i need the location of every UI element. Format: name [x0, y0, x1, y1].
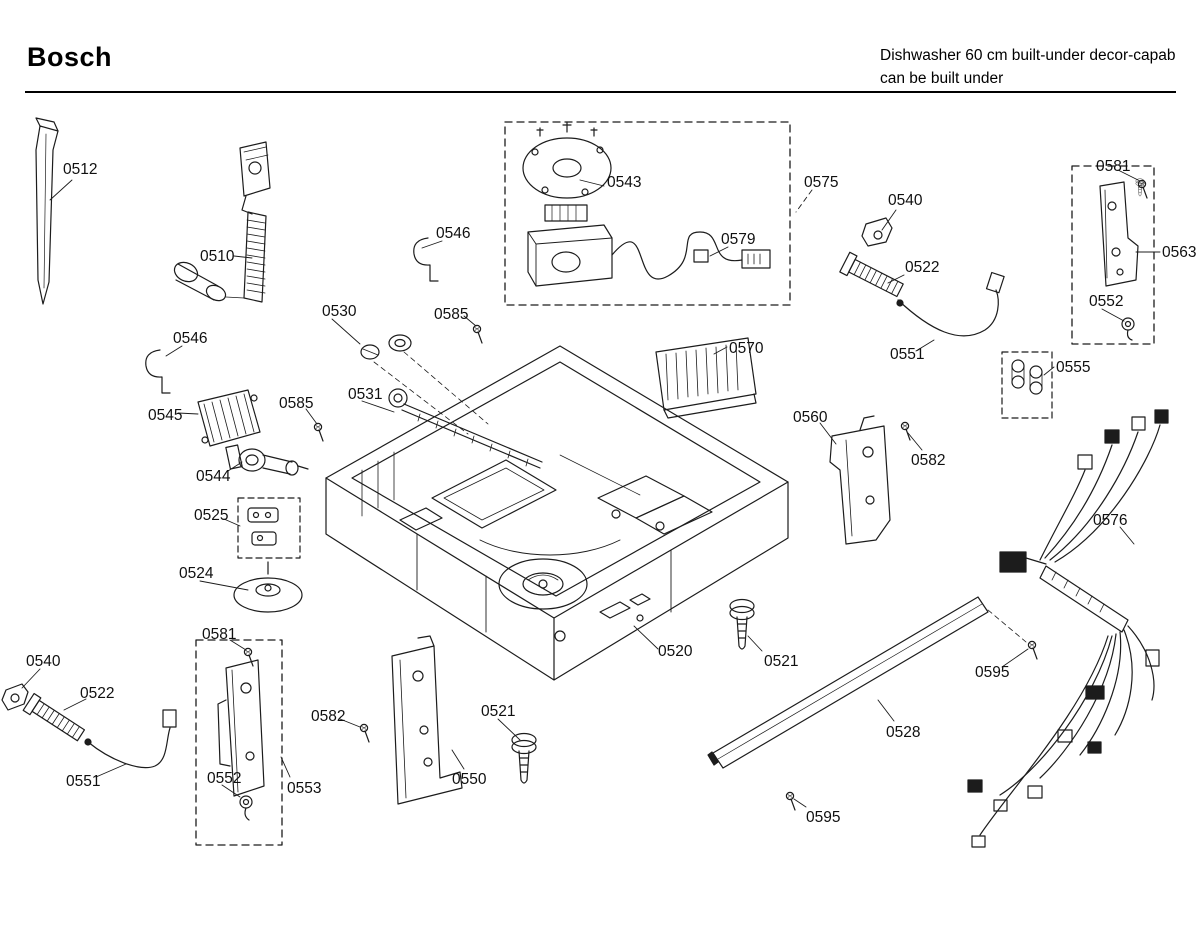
- part-label-0582: 0582: [311, 708, 346, 725]
- part-label-0522: 0522: [80, 685, 115, 702]
- part-latch-bracket: [239, 141, 271, 215]
- part-0560-bracket: [829, 415, 891, 545]
- part-0582-screw-top: [900, 421, 911, 441]
- part-label-0545: 0545: [148, 407, 183, 424]
- part-0524-disc: [233, 561, 303, 613]
- part-label-0552: 0552: [207, 770, 242, 787]
- part-0546-hook-top: [413, 237, 439, 282]
- part-0570-module: [655, 337, 757, 419]
- assembly-box-0555: [1001, 351, 1053, 419]
- part-label-0550: 0550: [452, 771, 487, 788]
- part-0540-clip-bottom: [1, 683, 29, 711]
- part-0579-cable: [611, 231, 771, 280]
- part-label-0530: 0530: [322, 303, 357, 320]
- part-label-0585: 0585: [279, 395, 314, 412]
- part-0581-screw-top: [1135, 178, 1148, 199]
- part-0520-base-frame: [325, 345, 789, 681]
- part-label-0553: 0553: [287, 780, 322, 797]
- part-0552-grommet-top: [1121, 317, 1135, 341]
- part-label-0522: 0522: [905, 259, 940, 276]
- part-0525-switches: [247, 507, 279, 546]
- part-label-0551: 0551: [890, 346, 925, 363]
- part-label-0582: 0582: [911, 452, 946, 469]
- leader-lines: [21, 169, 1161, 808]
- part-label-0563: 0563: [1162, 244, 1197, 261]
- part-label-0581: 0581: [1096, 158, 1131, 175]
- assembly-box-0575: [504, 121, 791, 306]
- part-0543-motor: [522, 121, 613, 287]
- part-label-0544: 0544: [196, 468, 231, 485]
- brand-logo: Bosch: [27, 42, 113, 72]
- part-0595-screw-bottom: [785, 791, 796, 811]
- part-0510-hose: [173, 211, 267, 303]
- part-label-0595: 0595: [975, 664, 1010, 681]
- part-0553-bracket: [217, 659, 265, 797]
- part-0585-screw-left: [313, 422, 324, 442]
- part-label-0579: 0579: [721, 231, 756, 248]
- part-0512-stake: [35, 117, 59, 305]
- part-0551-wire-bottom: [84, 709, 177, 769]
- part-label-0543: 0543: [607, 174, 642, 191]
- assembly-box-0525: [237, 497, 301, 559]
- part-label-0581: 0581: [202, 626, 237, 643]
- part-0522-bolt-bottom: [22, 692, 86, 742]
- part-0545-plate: [197, 389, 261, 447]
- part-label-0552: 0552: [1089, 293, 1124, 310]
- assembly-box-0563: [1071, 165, 1155, 345]
- part-label-0512: 0512: [63, 161, 98, 178]
- part-0551-wire-top: [896, 271, 1005, 337]
- part-label-0531: 0531: [348, 386, 383, 403]
- doc-subtitle: Dishwasher 60 cm built-under decor-capab…: [880, 44, 1176, 90]
- part-label-0585: 0585: [434, 306, 469, 323]
- assembly-box-0553: [195, 639, 283, 846]
- part-0521-screw-a: [729, 598, 755, 650]
- part-0552-grommet-bottom: [239, 795, 253, 821]
- part-0555-dampers: [1011, 359, 1043, 395]
- part-label-0521: 0521: [481, 703, 516, 720]
- part-label-0546: 0546: [173, 330, 208, 347]
- part-0522-bolt-top: [839, 251, 904, 298]
- part-0546-hook-left: [145, 349, 171, 394]
- part-label-0524: 0524: [179, 565, 214, 582]
- part-label-0575: 0575: [804, 174, 839, 191]
- part-0521-screw-b: [511, 732, 537, 784]
- part-label-0560: 0560: [793, 409, 828, 426]
- subtitle-line-1: Dishwasher 60 cm built-under decor-capab: [880, 47, 1176, 64]
- part-label-0570: 0570: [729, 340, 764, 357]
- part-0544-valve: [225, 444, 309, 476]
- part-label-0528: 0528: [886, 724, 921, 741]
- part-label-0540: 0540: [26, 653, 61, 670]
- part-0563-bracket: [1099, 181, 1139, 287]
- part-0531-rod: [388, 388, 543, 469]
- part-0585-screw-top: [472, 324, 483, 344]
- part-label-0551: 0551: [66, 773, 101, 790]
- part-label-0540: 0540: [888, 192, 923, 209]
- part-label-0555: 0555: [1056, 359, 1091, 376]
- part-label-0520: 0520: [658, 643, 693, 660]
- part-label-0576: 0576: [1093, 512, 1128, 529]
- part-0576-harness: [967, 409, 1169, 848]
- part-label-0546: 0546: [436, 225, 471, 242]
- part-0528-strip: [707, 596, 1027, 769]
- header-rule: [25, 91, 1176, 93]
- part-label-0595: 0595: [806, 809, 841, 826]
- part-0582-screw-bottom: [359, 723, 370, 743]
- part-0550-bracket: [391, 635, 463, 805]
- subtitle-line-2: can be built under: [880, 70, 1004, 87]
- part-label-0510: 0510: [200, 248, 235, 265]
- part-0595-screw-right: [1027, 640, 1038, 660]
- part-label-0525: 0525: [194, 507, 229, 524]
- part-0540-clip-top: [861, 217, 893, 247]
- part-label-0521: 0521: [764, 653, 799, 670]
